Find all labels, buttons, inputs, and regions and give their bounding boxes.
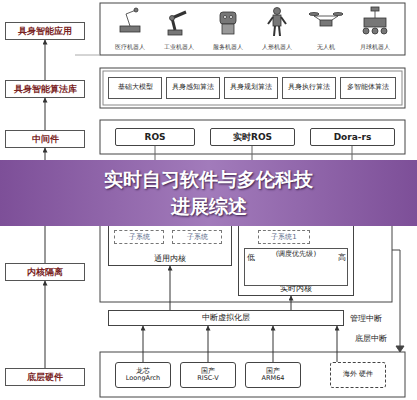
- node-text: 医疗机器人: [115, 44, 145, 51]
- robot-item: 人形机器人: [254, 6, 300, 52]
- subsystem-box: 子系统1: [258, 230, 310, 244]
- node-text: 月球机器人: [360, 44, 390, 51]
- interrupt-layer: 中断虚拟化层: [108, 310, 344, 326]
- node-text: Dora-rs: [334, 132, 372, 142]
- middleware-box: 实时ROS: [210, 128, 295, 146]
- node-text: 子系统1: [271, 233, 296, 241]
- robot-item: 无人机: [303, 6, 349, 52]
- middleware-box: Dora-rs: [310, 128, 395, 146]
- interrupt-arrowhead: [396, 346, 404, 352]
- layer-box: 具身智能应用: [5, 22, 85, 40]
- node-text: 具身感知算法: [172, 84, 214, 91]
- node-text: 具身智能应用: [18, 26, 72, 36]
- layer-box: 内核隔离: [5, 263, 85, 281]
- algorithm-box: 具身执行算法: [282, 77, 336, 99]
- hardware-box: 龙芯LoongArch: [115, 362, 171, 388]
- node-text: 具身规划算法: [230, 84, 272, 91]
- application-frame: [100, 3, 405, 55]
- node-text: 海外 硬件: [343, 371, 373, 378]
- title: 实时自习软件与多伦科技进展综述: [101, 166, 316, 219]
- annotation-label: 管理中断: [350, 314, 382, 324]
- hardware-frame: [100, 352, 405, 397]
- node-text: ARM64: [262, 375, 285, 382]
- node-text: 底层硬件: [27, 372, 63, 382]
- connector: [273, 326, 274, 362]
- node-text: 服务机器人: [213, 44, 243, 51]
- robot-item: 月球机器人: [352, 6, 398, 52]
- priority-box: (调度优先级): [244, 248, 348, 286]
- node-text: 中间件: [32, 134, 59, 144]
- algorithm-box: 基础大模型: [108, 77, 162, 99]
- node-text: 人形机器人: [262, 44, 292, 51]
- hardware-box: 国产RISC-V: [180, 362, 236, 388]
- annotation-label: 底层中断: [355, 334, 387, 344]
- title-banner: 实时自习软件与多伦科技进展综述: [0, 160, 417, 226]
- node-text: 具身执行算法: [288, 84, 330, 91]
- annotation-label: 高: [338, 253, 346, 263]
- subsystem-box: 子系统: [114, 230, 164, 244]
- node-text: 子系统: [187, 233, 208, 241]
- connector: [208, 326, 209, 362]
- connector: [291, 296, 292, 310]
- connector: [45, 40, 46, 80]
- node-text: 无人机: [317, 44, 335, 51]
- connector: [143, 326, 144, 362]
- layer-box: 具身智能算法库: [5, 80, 85, 98]
- node-text: 子系统: [129, 233, 150, 241]
- algorithm-box: 多智能体算法: [340, 77, 396, 99]
- node-text: 通用内核: [154, 254, 186, 263]
- algorithm-inner-frame: [103, 71, 402, 105]
- hardware-box: 海外 硬件: [330, 362, 386, 388]
- node-text: (调度优先级): [276, 250, 316, 258]
- node-text: 实时ROS: [233, 132, 272, 142]
- hardware-box: 国产ARM64: [245, 362, 301, 388]
- node-text: 国产: [201, 368, 215, 375]
- robot-item: 工业机器人: [156, 6, 202, 52]
- node-text: 具身智能算法库: [14, 84, 77, 94]
- connector: [337, 326, 338, 362]
- algorithm-frame: [100, 68, 405, 108]
- node-text: 基础大模型: [118, 84, 153, 91]
- annotation-label: 低: [247, 253, 255, 263]
- node-text: ROS: [144, 132, 165, 142]
- connector: [45, 98, 46, 130]
- node-text: 国产: [266, 368, 280, 375]
- interrupt-wire: [400, 250, 401, 346]
- node-text: RISC-V: [197, 375, 219, 382]
- algorithm-box: 具身感知算法: [166, 77, 220, 99]
- subsystem-box: 子系统: [172, 230, 222, 244]
- node-text: 工业机器人: [164, 44, 194, 51]
- node-text: 龙芯: [136, 368, 150, 375]
- robot-item: 服务机器人: [205, 6, 251, 52]
- node-text: 中断虚拟化层: [202, 313, 250, 322]
- algorithm-box: 具身规划算法: [224, 77, 278, 99]
- middleware-box: ROS: [115, 128, 195, 146]
- node-text: LoongArch: [126, 375, 160, 382]
- connector: [170, 266, 171, 310]
- node-text: 多智能体算法: [347, 84, 389, 91]
- robot-icons: [120, 7, 387, 36]
- layer-box: 中间件: [5, 130, 85, 148]
- divider: [75, 55, 100, 56]
- layer-box: 底层硬件: [5, 368, 85, 386]
- interrupt-wire: [392, 250, 400, 251]
- robot-item: 医疗机器人: [107, 6, 153, 52]
- connector: [45, 281, 46, 368]
- node-text: 内核隔离: [27, 267, 63, 277]
